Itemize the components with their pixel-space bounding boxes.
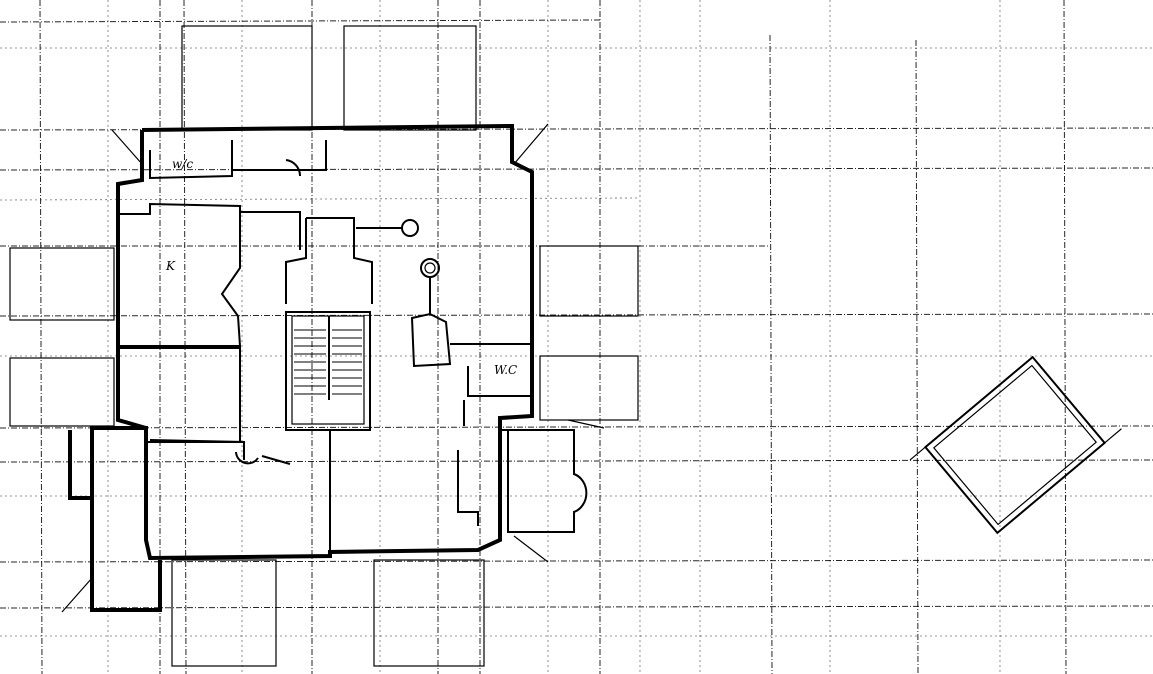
column-circle-top <box>401 219 419 237</box>
room-label-wc-right: W.C <box>494 363 517 377</box>
room-label-kitchen: K <box>165 259 176 273</box>
detached-pavilion <box>909 355 1122 535</box>
building-walls <box>68 123 605 612</box>
room-labels: w/c K W.C <box>165 157 517 377</box>
door-swing-top <box>285 159 302 177</box>
outer-projections <box>9 25 639 667</box>
room-label-wc-top: w/c <box>172 157 193 171</box>
column-circle-mid <box>420 258 440 278</box>
staircase <box>294 329 362 395</box>
fixtures <box>235 159 440 465</box>
door-swing-bottom <box>235 451 259 465</box>
